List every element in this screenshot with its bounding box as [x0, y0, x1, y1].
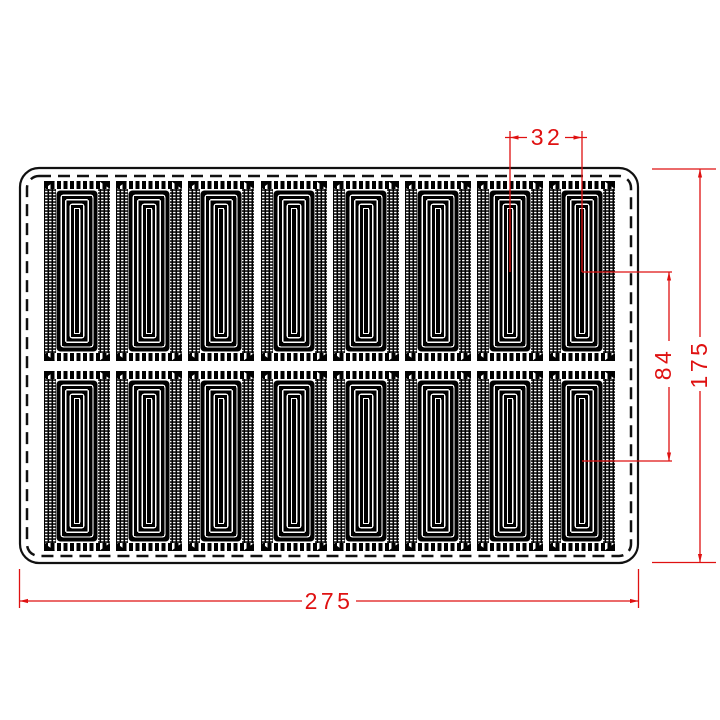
arrowhead: [666, 452, 672, 461]
mold-cavity: [332, 370, 400, 552]
mold-cavity: [43, 180, 111, 362]
mold-cavity: [260, 180, 328, 362]
mold-cavity: [260, 370, 328, 552]
label-mask: [302, 588, 356, 614]
arrowhead: [630, 598, 639, 604]
tray-inner-dashed-outline: [25, 174, 633, 558]
arrowhead: [697, 554, 703, 563]
dimension-row-distance: 84: [582, 271, 676, 462]
label-mask: [688, 337, 713, 391]
dimension-overall-width: 275: [18, 569, 640, 614]
mold-cavity: [404, 370, 472, 552]
arrowhead: [573, 135, 582, 140]
mold-cavity: [43, 370, 111, 552]
mold-cavity: [332, 180, 400, 362]
arrowhead: [697, 169, 703, 178]
mold-cavity: [476, 370, 544, 552]
arrowhead: [666, 272, 672, 281]
mold-cavity: [187, 180, 255, 362]
dimension-label-overall-width: 275: [305, 588, 354, 614]
label-mask: [651, 341, 676, 387]
dimension-label-row-distance: 84: [650, 348, 676, 381]
arrowhead: [19, 598, 28, 604]
arrowhead: [510, 135, 519, 140]
dimension-annotations: 32 84 175 2: [18, 122, 716, 614]
dimension-cavity-pitch: 32: [505, 122, 587, 272]
dimension-overall-height: 175: [652, 168, 716, 564]
label-mask: [527, 122, 565, 152]
mold-cavity: [187, 370, 255, 552]
dimension-label-cavity-pitch: 32: [531, 124, 564, 150]
dimension-label-overall-height: 175: [686, 340, 712, 389]
mold-cavity: [115, 370, 183, 552]
tray-outline: [18, 166, 640, 565]
mold-cavity: [404, 180, 472, 362]
mold-cavity: [115, 180, 183, 362]
